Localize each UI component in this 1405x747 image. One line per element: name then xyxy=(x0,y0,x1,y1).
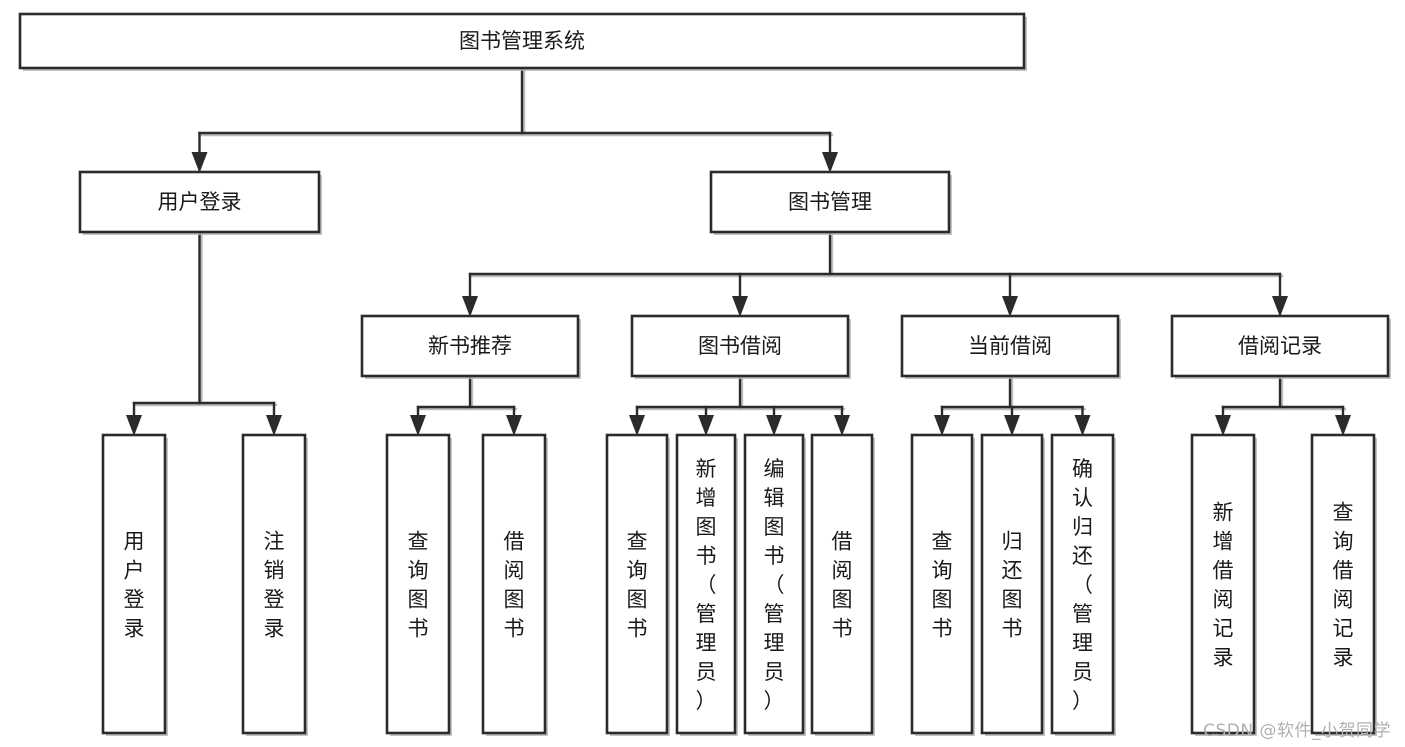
arrow-head-icon xyxy=(1272,296,1288,317)
watermark-text: CSDN @软件_小贺同学 xyxy=(1203,721,1391,741)
arrow-head-icon xyxy=(266,415,282,436)
arrow-head-icon xyxy=(732,296,748,317)
arrow-head-icon xyxy=(1335,415,1351,436)
node-label: 图书管理 xyxy=(788,190,872,214)
arrow-head-icon xyxy=(506,415,522,436)
node-box[interactable] xyxy=(910,433,974,735)
node-label: 图书管理系统 xyxy=(459,29,585,53)
edge-group-user-login xyxy=(126,230,282,436)
edges-layer xyxy=(126,66,1351,436)
node-box[interactable] xyxy=(900,314,1120,378)
node-box[interactable] xyxy=(78,170,321,234)
node-box[interactable] xyxy=(18,12,1026,70)
node-new-book-rec[interactable]: 新书推荐 xyxy=(360,314,581,379)
edge-group-root xyxy=(191,66,838,173)
arrow-head-icon xyxy=(822,152,838,173)
node-leaf-edit-book[interactable]: 编辑图书（管理员） xyxy=(743,433,806,736)
arrow-head-icon xyxy=(698,415,714,436)
node-box[interactable] xyxy=(709,170,951,234)
node-leaf-return-book[interactable]: 归还图书 xyxy=(980,433,1045,736)
node-box[interactable] xyxy=(241,433,307,735)
arrow-head-icon xyxy=(1215,415,1231,436)
node-box[interactable] xyxy=(675,433,737,735)
nodes-layer: 图书管理系统用户登录图书管理新书推荐图书借阅当前借阅借阅记录用户登录注销登录查询… xyxy=(18,12,1391,736)
node-label: 新增借阅记录 xyxy=(1213,501,1234,670)
node-leaf-add-book[interactable]: 新增图书（管理员） xyxy=(675,433,738,736)
node-label: 新增图书（管理员） xyxy=(696,457,717,713)
arrow-head-icon xyxy=(766,415,782,436)
node-box[interactable] xyxy=(630,314,850,378)
node-current-borrow[interactable]: 当前借阅 xyxy=(900,314,1121,379)
node-book-manage[interactable]: 图书管理 xyxy=(709,170,952,235)
node-leaf-borrow-book-2[interactable]: 借阅图书 xyxy=(810,433,875,736)
node-label: 注销登录 xyxy=(264,530,285,641)
node-box[interactable] xyxy=(481,433,547,735)
node-box[interactable] xyxy=(1170,314,1390,378)
node-label: 图书借阅 xyxy=(698,334,782,358)
node-label: 查询图书 xyxy=(408,530,429,641)
node-root[interactable]: 图书管理系统 xyxy=(18,12,1027,71)
edge-group-current-borrow xyxy=(934,374,1091,436)
node-label: 确认归还（管理员） xyxy=(1072,457,1093,713)
node-label: 新书推荐 xyxy=(428,334,512,358)
node-label: 用户登录 xyxy=(124,530,145,641)
node-box[interactable] xyxy=(980,433,1044,735)
node-label: 查询图书 xyxy=(627,530,648,641)
node-book-borrow[interactable]: 图书借阅 xyxy=(630,314,851,379)
node-box[interactable] xyxy=(1310,433,1376,735)
arrow-head-icon xyxy=(191,152,208,173)
node-box[interactable] xyxy=(743,433,805,735)
edge-group-book-borrow xyxy=(629,374,850,436)
node-label: 借阅记录 xyxy=(1238,334,1322,358)
node-borrow-record[interactable]: 借阅记录 xyxy=(1170,314,1391,379)
node-label: 借阅图书 xyxy=(504,530,525,641)
node-box[interactable] xyxy=(101,433,167,735)
arrow-head-icon xyxy=(1002,296,1018,317)
arrow-head-icon xyxy=(410,415,426,436)
node-label: 当前借阅 xyxy=(968,334,1052,358)
node-box[interactable] xyxy=(810,433,874,735)
node-leaf-user-login[interactable]: 用户登录 xyxy=(101,433,168,736)
node-label: 用户登录 xyxy=(158,190,242,214)
node-box[interactable] xyxy=(1190,433,1256,735)
node-leaf-borrow-book-1[interactable]: 借阅图书 xyxy=(481,433,548,736)
arrow-head-icon xyxy=(934,415,950,436)
arrow-head-icon xyxy=(1004,415,1020,436)
node-leaf-query-book-3[interactable]: 查询图书 xyxy=(910,433,975,736)
edge-group-book-manage xyxy=(462,230,1288,317)
arrow-head-icon xyxy=(126,415,142,436)
node-label: 查询借阅记录 xyxy=(1333,501,1354,670)
arrow-head-icon xyxy=(834,415,850,436)
node-label: 编辑图书（管理员） xyxy=(764,457,785,713)
node-box[interactable] xyxy=(1050,433,1115,735)
node-leaf-query-book-2[interactable]: 查询图书 xyxy=(605,433,670,736)
node-box[interactable] xyxy=(360,314,580,378)
node-label: 查询图书 xyxy=(932,530,953,641)
node-label: 借阅图书 xyxy=(832,530,853,641)
edge-group-borrow-record xyxy=(1215,374,1351,436)
edge-group-new-book-rec xyxy=(410,374,522,436)
arrow-head-icon xyxy=(629,415,645,436)
node-label: 归还图书 xyxy=(1002,530,1023,641)
node-box[interactable] xyxy=(605,433,669,735)
node-user-login[interactable]: 用户登录 xyxy=(78,170,322,235)
node-leaf-confirm-return[interactable]: 确认归还（管理员） xyxy=(1050,433,1116,736)
node-leaf-logout[interactable]: 注销登录 xyxy=(241,433,308,736)
node-leaf-add-record[interactable]: 新增借阅记录 xyxy=(1190,433,1257,736)
node-box[interactable] xyxy=(385,433,451,735)
arrow-head-icon xyxy=(1074,415,1091,436)
node-leaf-query-record[interactable]: 查询借阅记录 xyxy=(1310,433,1377,736)
node-leaf-query-book-1[interactable]: 查询图书 xyxy=(385,433,452,736)
arrow-head-icon xyxy=(462,296,478,317)
